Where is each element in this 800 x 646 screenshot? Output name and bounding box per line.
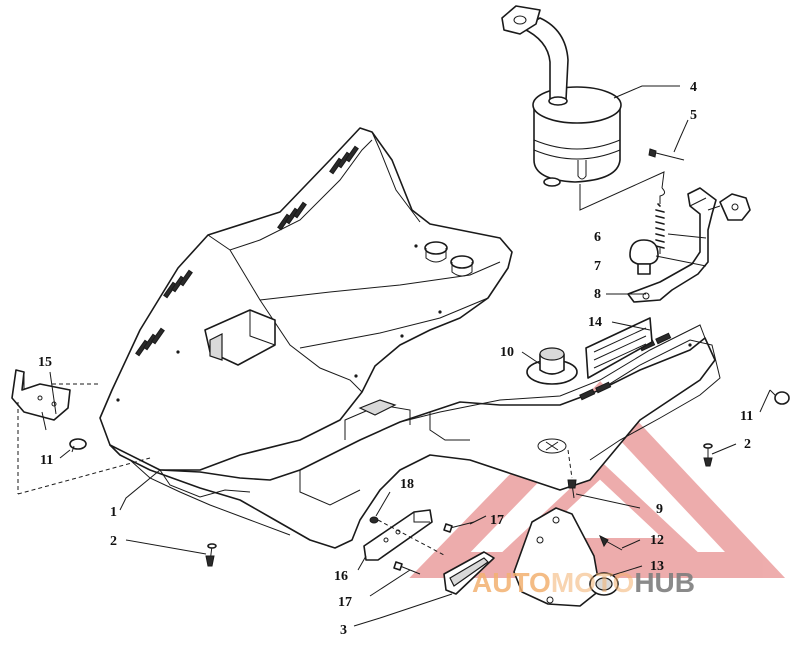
rubber-grommet <box>629 239 659 275</box>
callout-4: 4 <box>690 80 697 95</box>
watermark-part-hub: HUB <box>634 567 695 598</box>
spring-hook-bolt <box>648 148 685 161</box>
callout-17-left: 17 <box>338 595 352 610</box>
rivet-9 <box>567 449 577 499</box>
callout-11-left: 11 <box>40 453 53 468</box>
watermark-part-auto: AUTO <box>472 567 551 598</box>
bracket-nut <box>707 193 751 221</box>
callout-7: 7 <box>594 259 601 274</box>
center-bracket <box>204 309 276 366</box>
callout-17-right: 17 <box>490 513 504 528</box>
callout-8: 8 <box>594 287 601 302</box>
callout-1: 1 <box>110 505 117 520</box>
vent-grommet <box>526 347 578 385</box>
callout-10: 10 <box>500 345 514 360</box>
mount-pad-right <box>450 255 474 277</box>
svg-text:AUTOMOTOHUB: AUTOMOTOHUB <box>472 567 695 598</box>
rivet-2-left <box>205 543 217 567</box>
bolt-17-lower <box>393 561 421 575</box>
callout-16: 16 <box>334 569 348 584</box>
callout-labels: 1 2 2 3 4 5 6 7 8 9 10 11 11 12 13 14 15… <box>38 80 753 638</box>
leader-lines <box>49 85 771 627</box>
muffler-bracket <box>627 187 751 303</box>
muffler <box>501 5 622 187</box>
callout-14: 14 <box>588 315 602 330</box>
bracket-16 <box>363 509 433 561</box>
callout-13: 13 <box>650 559 664 574</box>
nut-18 <box>369 516 445 556</box>
rivet-2-right <box>703 443 713 467</box>
callout-11-right: 11 <box>740 409 753 424</box>
rear-pad <box>443 551 495 595</box>
watermark: AUTOMOTOHUB <box>472 567 695 598</box>
watermark-part-moto: MOTO <box>551 567 634 598</box>
callout-18: 18 <box>400 477 414 492</box>
rivet-12 <box>599 534 623 551</box>
callout-2-left: 2 <box>110 534 117 549</box>
callout-9: 9 <box>656 502 663 517</box>
mount-pad-left <box>424 241 448 263</box>
exhaust-outlet-shield <box>513 507 619 607</box>
fastener-11-left <box>69 438 87 453</box>
callout-15: 15 <box>38 355 52 370</box>
callout-12: 12 <box>650 533 664 548</box>
callout-5: 5 <box>690 108 697 123</box>
bolt-17-upper <box>443 521 475 533</box>
spring <box>579 171 666 254</box>
belly-pan <box>99 127 721 549</box>
fastener-11-right <box>769 389 790 405</box>
callout-3: 3 <box>340 623 347 638</box>
callout-6: 6 <box>594 230 601 245</box>
decal-panel <box>585 317 653 379</box>
callout-2-right: 2 <box>744 437 751 452</box>
